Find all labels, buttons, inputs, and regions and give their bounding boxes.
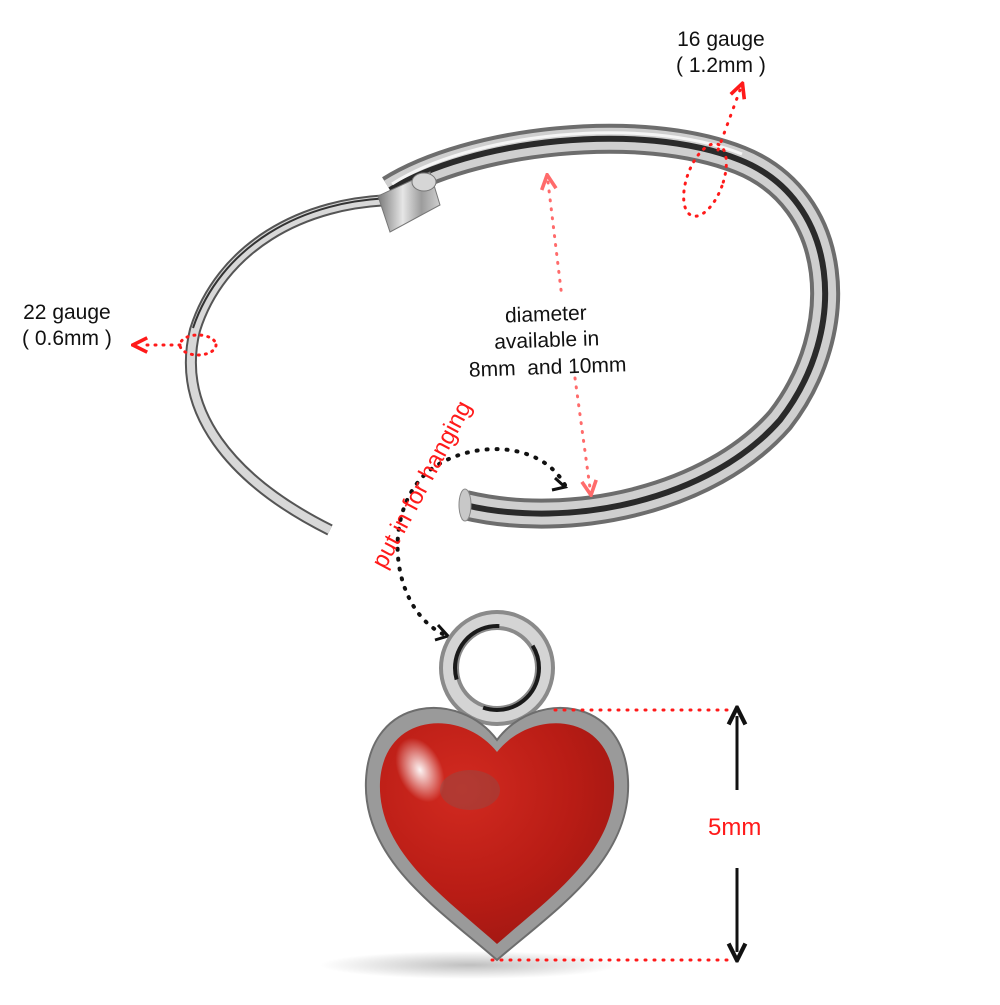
thin-gauge-name: 22 gauge <box>23 301 111 324</box>
heart-charm <box>320 610 630 979</box>
hanging-instruction-label: put in for hanging <box>366 396 477 572</box>
hoop-hinge <box>377 171 441 233</box>
diameter-label: diameter available in 8mm and 10mm <box>467 299 627 383</box>
charm-height-indicator <box>490 710 737 960</box>
hanging-path-indicator <box>395 447 569 642</box>
diameter-indicator <box>548 182 590 488</box>
thin-gauge-size: ( 0.6mm ) <box>22 327 112 351</box>
hoop-open-end <box>458 488 472 522</box>
diameter-line-3: 8mm and 10mm <box>468 352 627 382</box>
thick-gauge-name: 16 gauge <box>677 28 765 51</box>
thin-gauge-label: 22 gauge ( 0.6mm ) <box>22 300 112 353</box>
thick-gauge-label: 16 gauge ( 1.2mm ) <box>676 27 766 80</box>
charm-height-label: 5mm <box>708 814 762 841</box>
thick-gauge-indicator <box>682 90 740 218</box>
hoop-thin-wire <box>185 194 401 536</box>
hoop-earring <box>185 123 841 536</box>
thick-gauge-size: ( 1.2mm ) <box>676 54 766 78</box>
thin-gauge-indicator <box>140 333 218 357</box>
